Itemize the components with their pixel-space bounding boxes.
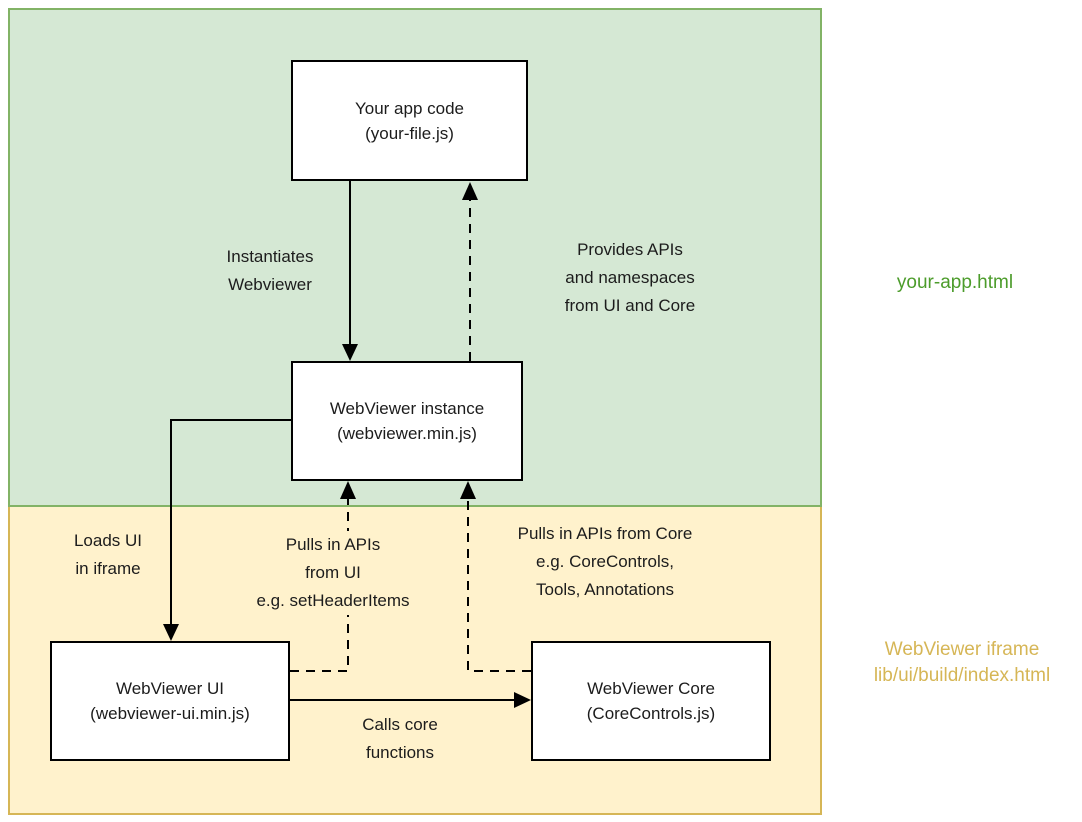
- loads-ui-arrow: [163, 419, 291, 641]
- arrowhead-up: [462, 182, 478, 200]
- node-title: Your app code: [354, 98, 465, 118]
- node-file: (webviewer-ui.min.js): [90, 704, 250, 723]
- pulls-apis-from-core-label: Pulls in APIs from Core e.g. CoreControl…: [517, 524, 693, 599]
- pulls-ui-arrow: [290, 481, 356, 672]
- pulls-core-arrow: [460, 481, 531, 672]
- node-file: (webviewer.min.js): [337, 424, 477, 443]
- node-file: (your-file.js): [365, 123, 454, 143]
- your-app-html-region-label: your-app.html: [896, 272, 1014, 293]
- arrowhead-up: [340, 481, 356, 499]
- node-webviewer-ui: WebViewer UI (webviewer-ui.min.js): [50, 641, 290, 761]
- node-title: WebViewer UI: [115, 679, 225, 698]
- node-title: WebViewer instance: [329, 399, 485, 418]
- node-title: WebViewer Core: [587, 679, 715, 698]
- calls-core-arrow: [290, 692, 531, 708]
- provides-apis-label: Provides APIs and namespaces from UI and…: [564, 240, 696, 315]
- node-file: (CoreControls.js): [586, 704, 716, 723]
- loads-ui-label: Loads UI in iframe: [73, 531, 143, 578]
- node-webviewer-instance: WebViewer instance (webviewer.min.js): [291, 361, 523, 481]
- node-your-app-code: Your app code (your-file.js): [291, 60, 528, 181]
- instantiates-webviewer-label: Instantiates Webviewer: [226, 247, 314, 294]
- arrowhead-right: [514, 692, 531, 708]
- node-webviewer-core: WebViewer Core (CoreControls.js): [531, 641, 771, 761]
- arrowhead-down: [163, 624, 179, 641]
- arrowhead-up: [460, 481, 476, 499]
- pulls-apis-from-ui-label: Pulls in APIs from UI e.g. setHeaderItem…: [218, 531, 448, 615]
- calls-core-functions-label: Calls core functions: [362, 715, 438, 762]
- provides-apis-arrow: [462, 182, 478, 361]
- webviewer-iframe-region-label: WebViewer iframe lib/ui/build/index.html: [873, 639, 1051, 686]
- instantiates-arrow: [342, 181, 358, 361]
- arrowhead-down: [342, 344, 358, 361]
